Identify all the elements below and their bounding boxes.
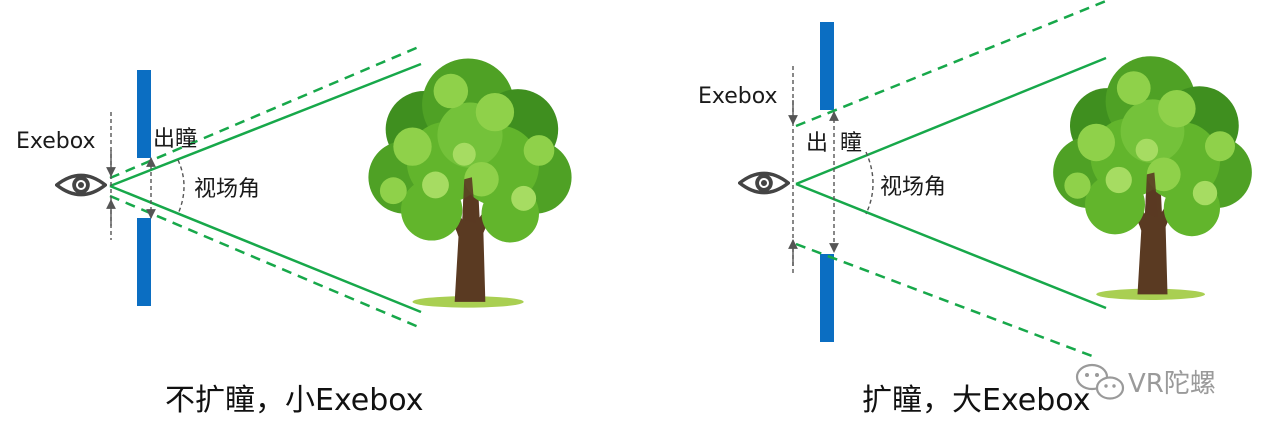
left-ray-upper-solid [109, 62, 422, 188]
right-fov-label: 视场角 [880, 175, 946, 200]
right-pupil-label-char-2: 瞳 [840, 131, 862, 156]
left-fov-arc [177, 159, 185, 215]
left-panel: Exebox 出瞳 视场角 不扩瞳，小Exebox [16, 44, 572, 418]
left-eyebox-label: Exebox [16, 129, 96, 154]
right-ray-upper-solid [795, 56, 1107, 186]
watermark-text: VR陀螺 [1128, 369, 1216, 399]
left-screen-upper [137, 70, 151, 158]
wechat-icon [1075, 363, 1125, 400]
right-pupil-label-char-1: 出 [806, 131, 828, 156]
right-screen-upper [820, 22, 834, 110]
right-ray-upper-dashed [795, 0, 1107, 128]
left-ray-lower-solid [109, 184, 422, 314]
tree-illustration [1053, 56, 1252, 300]
right-ray-lower-dashed [795, 242, 1093, 358]
tree-illustration [368, 58, 572, 308]
right-panel: Exebox 出 瞳 视场角 扩瞳，大Exebox [698, 0, 1252, 418]
left-caption: 不扩瞳，小Exebox [165, 383, 423, 418]
right-ray-lower-solid [795, 182, 1107, 310]
watermark: VR陀螺 [1075, 363, 1216, 400]
right-fov-arc [865, 151, 874, 215]
left-screen-lower [137, 218, 151, 306]
left-ray-upper-dashed [109, 44, 422, 180]
right-screen-lower [820, 254, 834, 342]
left-ray-lower-dashed [109, 194, 422, 330]
left-pupil-label: 出瞳 [153, 127, 197, 152]
right-eyebox-label: Exebox [698, 84, 778, 109]
right-caption: 扩瞳，大Exebox [862, 383, 1090, 418]
left-fov-label: 视场角 [194, 177, 260, 202]
eye-icon [738, 171, 790, 195]
eye-icon [55, 173, 107, 197]
